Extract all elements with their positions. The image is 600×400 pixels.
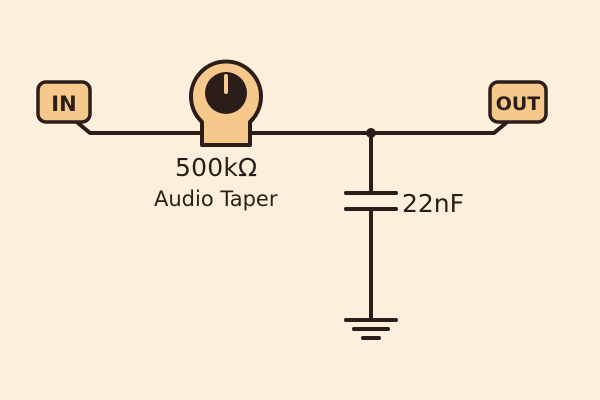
rotary-knob-icon [205, 72, 247, 114]
potentiometer-taper-label: Audio Taper [154, 187, 278, 211]
input-jack: IN [36, 80, 92, 124]
input-label: IN [51, 92, 76, 116]
capacitor [344, 133, 398, 320]
signal-wire [70, 116, 514, 135]
output-label: OUT [496, 93, 541, 115]
output-jack: OUT [488, 80, 548, 124]
potentiometer-value-label: 500kΩ [175, 153, 258, 182]
output-tag-box [488, 80, 548, 124]
potentiometer [189, 59, 263, 147]
capacitor-value-label: 22nF [402, 189, 465, 218]
ground-symbol-icon [344, 318, 398, 340]
input-tag-box [36, 80, 92, 124]
